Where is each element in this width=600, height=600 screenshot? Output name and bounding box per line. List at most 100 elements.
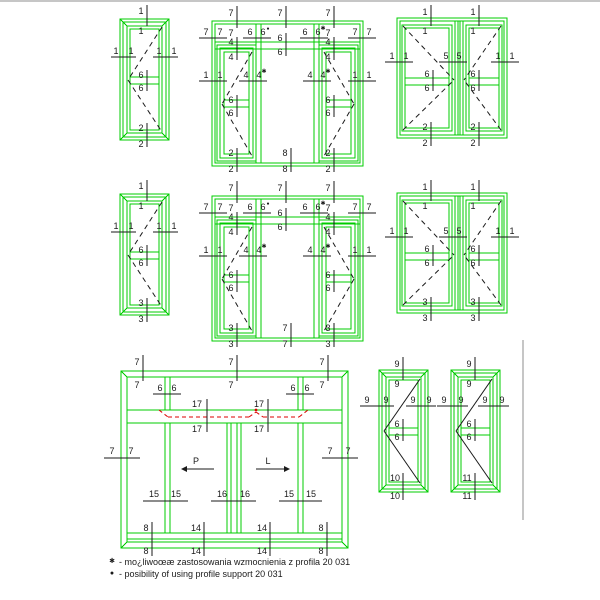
dot-symbol: ● — [109, 570, 115, 577]
profile-number-label: 3 — [422, 297, 427, 307]
star-mark: ✱ — [261, 243, 266, 250]
profile-number-label: 6 — [247, 202, 252, 212]
profile-number-label: 6 — [304, 383, 309, 393]
profile-number-label: 6 — [466, 432, 471, 442]
profile-number-label: 7 — [327, 446, 332, 456]
profile-number-label: 7 — [109, 446, 114, 456]
profile-number-label: 7 — [228, 357, 233, 367]
profile-number-label: 7 — [228, 203, 233, 213]
profile-number-label: 1 — [156, 46, 161, 56]
profile-number-label: 6 — [228, 108, 233, 118]
profile-number-label: 7 — [277, 183, 282, 193]
profile-number-label: 7 — [282, 323, 287, 333]
profile-number-label: 6 — [277, 47, 282, 57]
profile-number-label: 6 — [157, 383, 162, 393]
profile-number-label: 3 — [228, 323, 233, 333]
star-mark: ✱ — [325, 243, 330, 250]
profile-number-label: 1 — [138, 181, 143, 191]
profile-number-label: 4 — [256, 70, 261, 80]
profile-number-label: 2 — [228, 164, 233, 174]
profile-number-label: 9 — [499, 395, 504, 405]
profile-number-label: 7 — [366, 202, 371, 212]
profile-number-label: 14 — [191, 523, 201, 533]
profile-number-label: 6 — [315, 27, 320, 37]
profile-number-label: 6 — [228, 95, 233, 105]
profile-number-label: 6 — [302, 202, 307, 212]
profile-number-label: 1 — [470, 7, 475, 17]
profile-number-label: 5 — [456, 226, 461, 236]
legend-text-polish: - mo¿liwoœæ zastosowania wzmocnienia z p… — [119, 557, 351, 567]
profile-number-label: 14 — [257, 546, 267, 556]
profile-number-label: 1 — [403, 226, 408, 236]
profile-number-label: 1 — [171, 221, 176, 231]
profile-number-label: 1 — [403, 51, 408, 61]
profile-number-label: 1 — [128, 46, 133, 56]
profile-number-label: 7 — [325, 203, 330, 213]
profile-number-label: 1 — [470, 26, 475, 36]
profile-number-label: 1 — [422, 182, 427, 192]
profile-number-label: 9 — [394, 359, 399, 369]
profile-number-label: 2 — [228, 148, 233, 158]
profile-number-label: 6 — [470, 244, 475, 254]
profile-number-label: 6 — [277, 208, 282, 218]
profile-number-label: 1 — [113, 221, 118, 231]
profile-number-label: 4 — [228, 37, 233, 47]
profile-number-label: 2 — [325, 164, 330, 174]
profile-number-label: 4 — [243, 245, 248, 255]
profile-number-label: 7 — [203, 27, 208, 37]
profile-number-label: 1 — [495, 226, 500, 236]
profile-number-label: 6 — [325, 108, 330, 118]
profile-number-label: 17 — [254, 424, 264, 434]
profile-number-label: 1 — [217, 70, 222, 80]
profile-number-label: 3 — [325, 323, 330, 333]
profile-number-label: 7 — [134, 380, 139, 390]
profile-number-label: 10 — [390, 491, 400, 501]
profile-number-label: 1 — [366, 70, 371, 80]
profile-number-label: 1 — [352, 245, 357, 255]
star-mark: ✱ — [320, 25, 325, 32]
profile-number-label: 11 — [462, 491, 471, 501]
profile-number-label: 6 — [470, 258, 475, 268]
profile-number-label: 6 — [325, 283, 330, 293]
dot-mark: ● — [266, 26, 269, 32]
profile-number-label: 17 — [192, 424, 202, 434]
profile-number-label: 4 — [325, 227, 330, 237]
profile-number-label: 7 — [134, 357, 139, 367]
profile-number-label: 6 — [138, 83, 143, 93]
legend: ✱ - mo¿liwoœæ zastosowania wzmocnienia z… — [108, 556, 350, 580]
profile-number-label: 16 — [240, 489, 250, 499]
profile-number-label: 3 — [138, 298, 143, 308]
profile-number-label: 15 — [306, 489, 316, 499]
profile-number-label: 6 — [325, 270, 330, 280]
profile-number-label: 9 — [441, 395, 446, 405]
profile-number-label: 9 — [394, 379, 399, 389]
profile-number-label: 4 — [325, 37, 330, 47]
profile-number-label: 8 — [143, 546, 148, 556]
profile-number-label: 4 — [228, 52, 233, 62]
profile-number-label: 4 — [320, 70, 325, 80]
profile-number-label: 9 — [410, 395, 415, 405]
profile-number-label: 6 — [138, 258, 143, 268]
profile-number-label: 1 — [366, 245, 371, 255]
profile-number-label: 11 — [462, 473, 471, 483]
profile-number-label: 6 — [466, 419, 471, 429]
profile-number-label: 6 — [290, 383, 295, 393]
profile-number-label: 4 — [228, 212, 233, 222]
profile-number-label: 17 — [192, 399, 202, 409]
profile-number-label: 16 — [217, 489, 227, 499]
profile-number-label: 14 — [191, 546, 201, 556]
profile-number-label: 4 — [307, 245, 312, 255]
profile-number-label: 7 — [366, 27, 371, 37]
profile-number-label: 2 — [422, 122, 427, 132]
profile-number-label: 15 — [171, 489, 181, 499]
profile-number-label: 7 — [228, 380, 233, 390]
profile-number-label: 1 — [203, 70, 208, 80]
profile-number-label: 7 — [352, 202, 357, 212]
profile-number-label: 1 — [422, 7, 427, 17]
profile-number-label: 7 — [128, 446, 133, 456]
star-mark: ✱ — [325, 68, 330, 75]
